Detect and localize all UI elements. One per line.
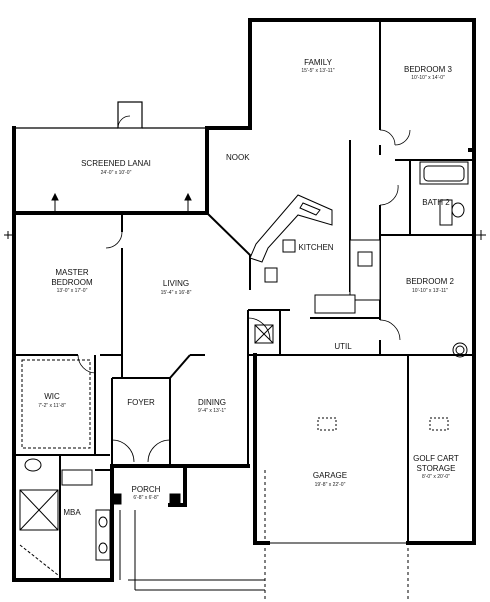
nook-label: NOOK [226,153,250,162]
living-dims: 15'-4" x 16'-8" [161,290,192,296]
lanai-arrows [51,192,192,213]
family-label: FAMILY [304,58,333,67]
porch-dims: 6'-8" x 6'-8" [133,495,158,501]
foyer-label: FOYER [127,398,155,407]
garage-label: GARAGE [313,471,347,480]
bath2-fixtures [419,161,469,358]
master-label-line1: MASTER [55,268,89,277]
door-swings [77,115,411,463]
bedroom2-label: BEDROOM 2 [406,277,455,286]
mba-label: MBA [63,508,81,517]
garage-dims: 19'-8" x 22'-0" [315,482,346,488]
wic-dims: 7'-2" x 11'-8" [38,403,66,409]
kitchen-label: KITCHEN [298,243,333,252]
golfcart-dims: 8'-0" x 20'-0" [422,474,450,480]
porch-details [112,493,265,591]
lanai-boundary [14,101,207,129]
porch-label: PORCH [132,485,161,494]
kitchen-counters [249,194,381,314]
dining-dims: 9'-4" x 13'-1" [198,408,226,414]
util-label: UTIL [334,342,352,351]
room-labels: FAMILY 15'-5" x 13'-11" BEDROOM 3 10'-10… [38,58,459,517]
lanai-label: SCREENED LANAI [81,159,151,168]
master-label-line2: BEDROOM [51,278,93,287]
wic-label: WIC [44,392,60,401]
dining-label: DINING [198,398,226,407]
bedroom3-dims: 10'-10" x 14'-0" [411,75,445,81]
golfcart-label-line2: STORAGE [417,464,456,473]
lanai-dims: 24'-0" x 10'-0" [101,170,132,176]
master-dims: 13'-0" x 17'-0" [57,288,88,294]
bedroom2-dims: 10'-10" x 13'-11" [412,288,448,294]
golfcart-label-line1: GOLF CART [413,454,459,463]
bath2-label: BATH 2 [422,198,450,207]
mba-fixtures [19,359,111,576]
exterior-walls [12,18,476,582]
grid-ticks [4,230,486,240]
living-label: LIVING [163,279,189,288]
bedroom3-label: BEDROOM 3 [404,65,453,74]
family-dims: 15'-5" x 13'-11" [301,68,334,74]
interior-walls [16,22,474,580]
